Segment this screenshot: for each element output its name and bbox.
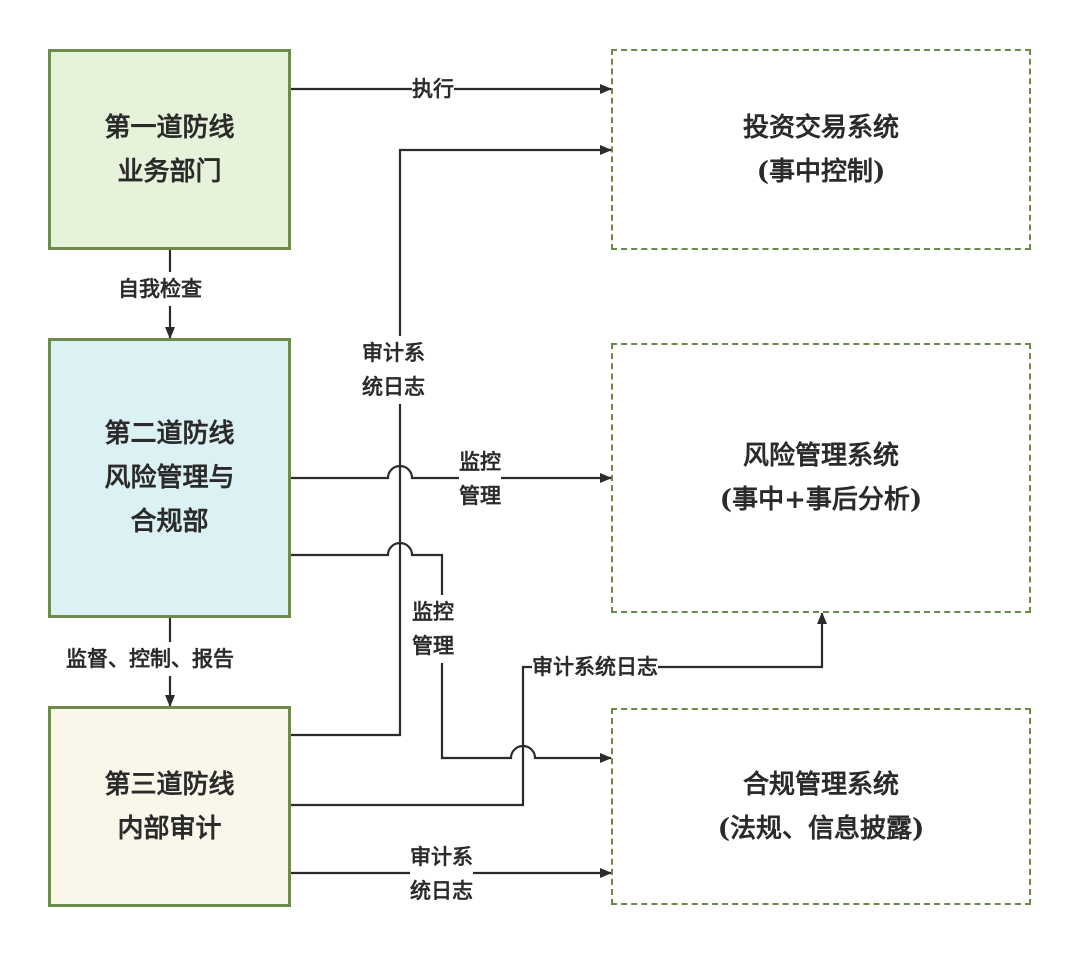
label-monitor-2-line1: 监控 xyxy=(412,599,454,624)
label-execute: 执行 xyxy=(412,72,454,106)
risk-system-desc: (事中+事后分析) xyxy=(719,485,923,515)
third-line-subtitle: 内部审计 xyxy=(117,813,222,844)
label-audit-log-2: 审计系统日志 xyxy=(532,650,658,684)
second-line-of-defense-box: 第二道防线 风险管理与 合规部 xyxy=(48,338,291,618)
second-line-title: 第二道防线 xyxy=(104,419,235,449)
third-line-of-defense-box: 第三道防线 内部审计 xyxy=(48,706,291,907)
first-line-title: 第一道防线 xyxy=(104,112,235,143)
compliance-system-desc: (法规、信息披露) xyxy=(717,813,925,844)
second-line-subtitle-1: 风险管理与 xyxy=(104,463,235,493)
label-monitor-2-line2: 管理 xyxy=(412,633,454,658)
label-monitor-1-line2: 管理 xyxy=(459,483,501,508)
compliance-system-name: 合规管理系统 xyxy=(742,769,899,800)
edge-audit-log-to-risk xyxy=(291,612,827,807)
label-supervise: 监督、控制、报告 xyxy=(66,642,234,676)
trading-system-box: 投资交易系统 (事中控制) xyxy=(611,49,1031,250)
label-audit-log-3: 审计系 统日志 xyxy=(410,840,473,908)
label-audit-log-1-line1: 审计系 xyxy=(362,340,425,365)
edge-audit-log-to-trading xyxy=(291,145,612,737)
label-audit-log-3-line1: 审计系 xyxy=(410,844,473,869)
first-line-of-defense-box: 第一道防线 业务部门 xyxy=(48,49,291,250)
label-self-check: 自我检查 xyxy=(118,272,202,306)
trading-system-desc: (事中控制) xyxy=(756,156,886,187)
label-audit-log-1: 审计系 统日志 xyxy=(362,336,425,404)
risk-system-name: 风险管理系统 xyxy=(742,441,899,471)
label-audit-log-3-line2: 统日志 xyxy=(410,878,473,903)
label-monitor-2: 监控 管理 xyxy=(412,595,454,663)
risk-system-box: 风险管理系统 (事中+事后分析) xyxy=(611,343,1031,613)
label-monitor-1: 监控 管理 xyxy=(459,445,501,513)
third-line-title: 第三道防线 xyxy=(104,769,235,800)
edge-monitor-to-risk xyxy=(291,464,612,483)
first-line-subtitle: 业务部门 xyxy=(117,156,222,187)
label-monitor-1-line1: 监控 xyxy=(459,449,501,474)
second-line-subtitle-2: 合规部 xyxy=(130,507,209,537)
label-audit-log-1-line2: 统日志 xyxy=(362,374,425,399)
compliance-system-box: 合规管理系统 (法规、信息披露) xyxy=(611,708,1031,905)
trading-system-name: 投资交易系统 xyxy=(742,112,899,143)
